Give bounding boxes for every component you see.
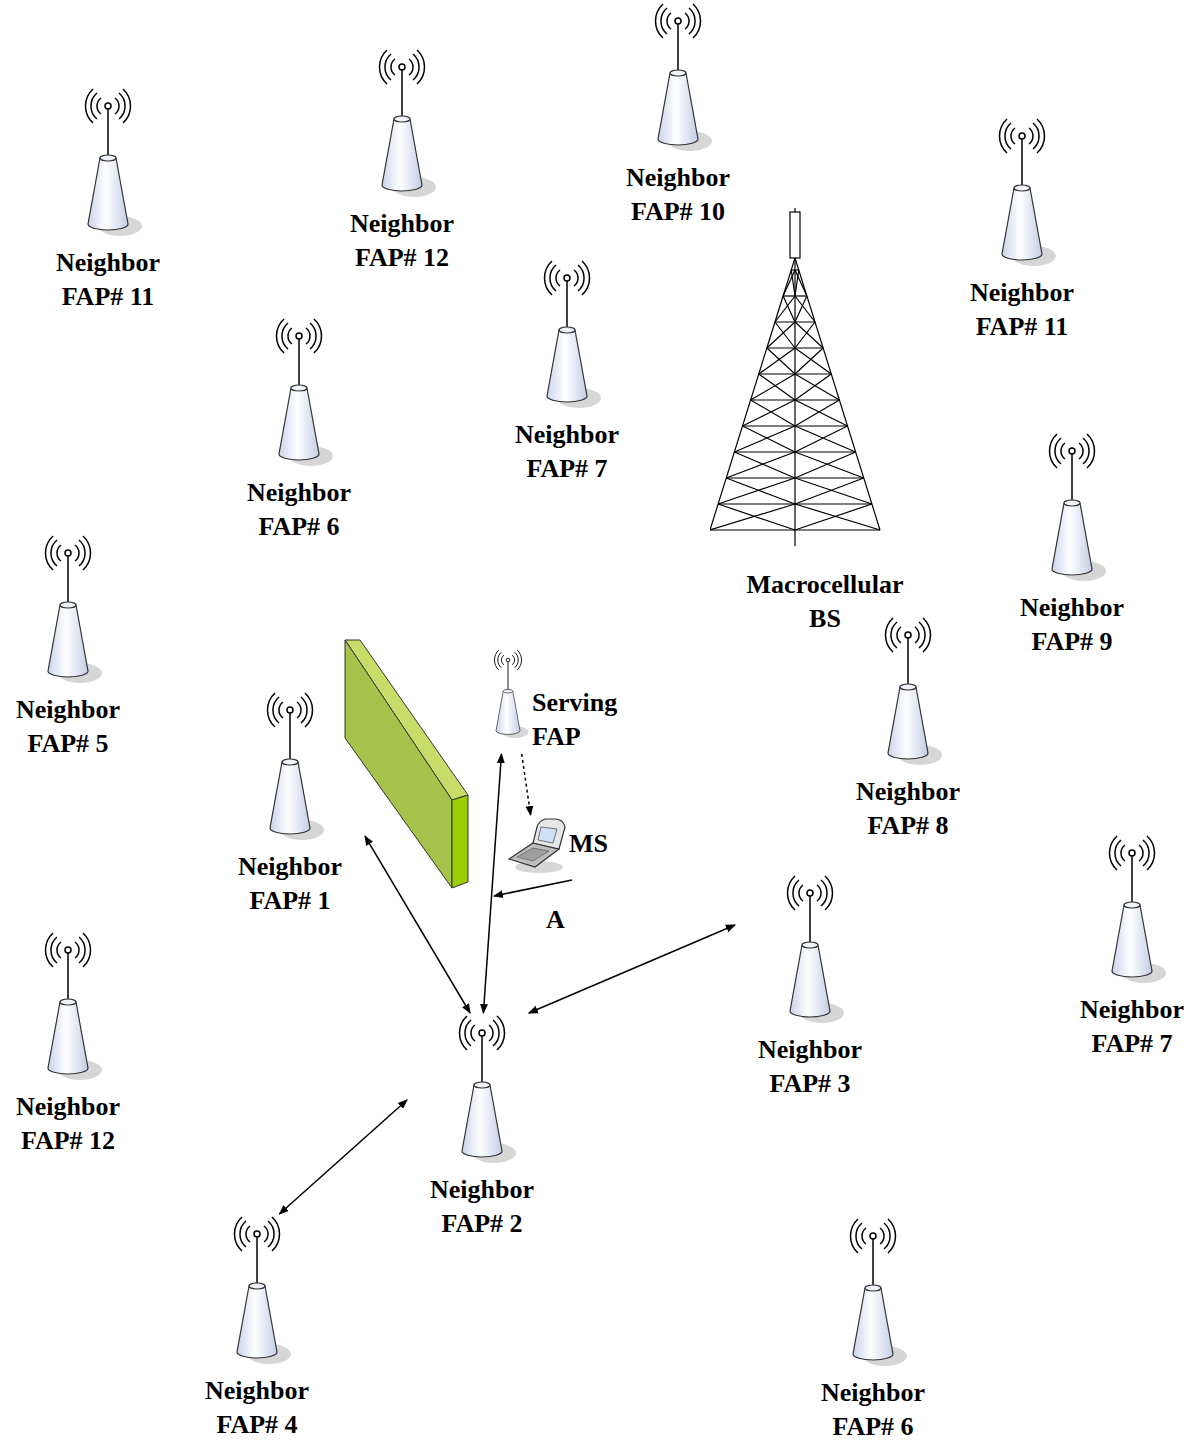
antenna-icon	[833, 1216, 913, 1366]
station-node: Neighbor FAP# 8	[833, 615, 983, 843]
station-node: Neighbor FAP# 11	[947, 116, 1097, 344]
station-node: Neighbor FAP# 6	[798, 1216, 948, 1444]
antenna-icon	[217, 1214, 297, 1364]
link-arrow	[365, 836, 470, 1013]
callout-letter: A	[546, 903, 565, 937]
antenna-icon	[770, 873, 850, 1023]
pointer-arrow	[494, 880, 572, 896]
link-arrow	[483, 754, 501, 1013]
station-node: Macrocellular BS	[710, 208, 910, 636]
node-label: Neighbor FAP# 2	[407, 1173, 557, 1241]
antenna-icon	[442, 1013, 522, 1163]
antenna-icon	[484, 648, 532, 738]
antenna-icon	[28, 930, 108, 1080]
node-label: Neighbor FAP# 5	[0, 693, 143, 761]
station-node: Neighbor FAP# 6	[224, 316, 374, 544]
station-node: Neighbor FAP# 1	[215, 690, 365, 918]
node-label: Neighbor FAP# 6	[224, 476, 374, 544]
antenna-icon	[982, 116, 1062, 266]
antenna-icon	[28, 533, 108, 683]
station-node: Neighbor FAP# 5	[0, 533, 143, 761]
antenna-icon	[259, 316, 339, 466]
node-label: Neighbor FAP# 11	[33, 246, 183, 314]
link-arrow	[522, 754, 531, 815]
station-node: Neighbor FAP# 10	[603, 1, 753, 229]
station-node: Neighbor FAP# 4	[182, 1214, 332, 1442]
antenna-icon	[638, 1, 718, 151]
node-label: Neighbor FAP# 12	[0, 1090, 143, 1158]
node-label: Neighbor FAP# 7	[1057, 993, 1200, 1061]
node-label: Neighbor FAP# 4	[182, 1374, 332, 1442]
station-node: Neighbor FAP# 7	[1057, 833, 1200, 1061]
wall-face	[345, 640, 452, 888]
node-label: Neighbor FAP# 11	[947, 276, 1097, 344]
station-node: Neighbor FAP# 9	[997, 431, 1147, 659]
antenna-icon	[250, 690, 330, 840]
station-node: Neighbor FAP# 12	[327, 47, 477, 275]
phone-icon	[505, 815, 567, 877]
antenna-icon	[527, 258, 607, 408]
link-arrow	[529, 925, 735, 1013]
node-label: Neighbor FAP# 12	[327, 207, 477, 275]
node-label: Macrocellular BS	[730, 568, 920, 636]
station-node: MS	[505, 815, 608, 877]
node-label: Serving FAP	[532, 686, 644, 754]
node-label: Neighbor FAP# 8	[833, 775, 983, 843]
tower-icon	[710, 208, 910, 548]
node-label: Neighbor FAP# 3	[735, 1033, 885, 1101]
antenna-icon	[362, 47, 442, 197]
node-label: Neighbor FAP# 6	[798, 1376, 948, 1444]
station-node: Serving FAP	[484, 648, 644, 754]
antenna-icon	[68, 86, 148, 236]
node-label: Neighbor FAP# 10	[603, 161, 753, 229]
link-arrow	[279, 1100, 407, 1214]
node-label: MS	[569, 827, 608, 861]
antenna-icon	[1032, 431, 1112, 581]
station-node: Neighbor FAP# 2	[407, 1013, 557, 1241]
station-node: Neighbor FAP# 3	[735, 873, 885, 1101]
node-label: Neighbor FAP# 9	[997, 591, 1147, 659]
antenna-icon	[1092, 833, 1172, 983]
station-node: Neighbor FAP# 12	[0, 930, 143, 1158]
antenna-icon	[868, 615, 948, 765]
node-label: Neighbor FAP# 1	[215, 850, 365, 918]
station-node: Neighbor FAP# 11	[33, 86, 183, 314]
wall-side	[452, 795, 468, 888]
node-label: Neighbor FAP# 7	[492, 418, 642, 486]
station-node: Neighbor FAP# 7	[492, 258, 642, 486]
